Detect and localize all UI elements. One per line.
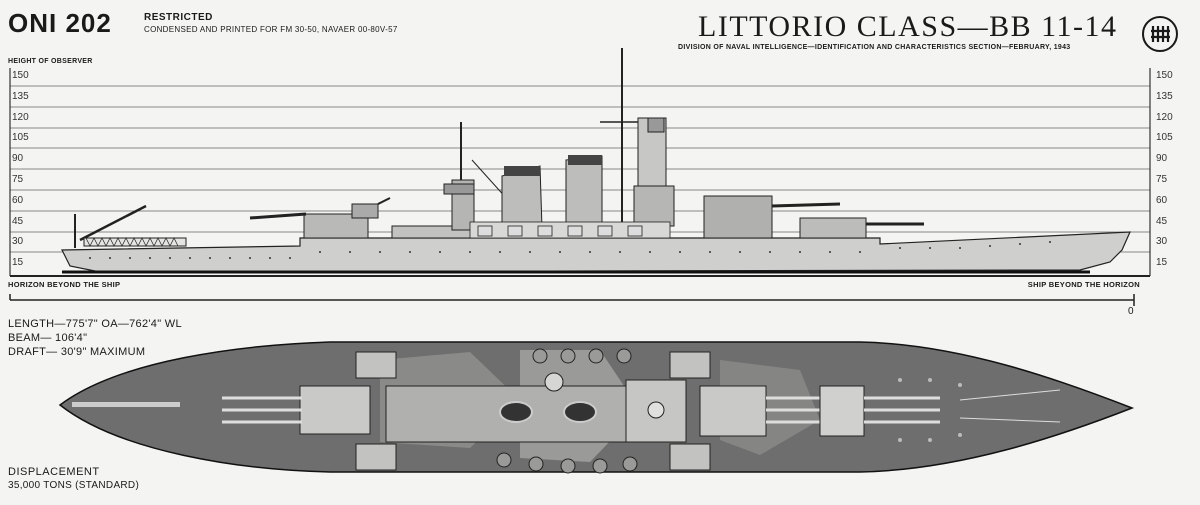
tick-15-left: 15 (12, 257, 24, 268)
draft-spec: DRAFT— 30'9" MAXIMUM (8, 346, 146, 358)
tick-120-right: 120 (1156, 112, 1173, 123)
tick-90-right: 90 (1156, 153, 1168, 164)
tick-90-left: 90 (12, 153, 24, 164)
tick-75-right: 75 (1156, 174, 1168, 185)
tick-75-left: 75 (12, 174, 24, 185)
horizon-zero-label: 0 (1128, 306, 1134, 317)
document-code: ONI 202 (8, 8, 112, 38)
tick-30-right: 30 (1156, 236, 1168, 247)
tick-120-left: 120 (12, 112, 29, 123)
tick-45-right: 45 (1156, 216, 1168, 227)
length-spec: LENGTH—775'7" OA—762'4" WL (8, 318, 182, 330)
horizon-beyond-ship-label: HORIZON BEYOND THE SHIP (8, 280, 121, 289)
ship-beyond-horizon-label: SHIP BEYOND THE HORIZON (1027, 280, 1140, 289)
tick-150-left: 150 (12, 70, 29, 81)
tick-105-left: 105 (12, 132, 29, 143)
division-line: DIVISION OF NAVAL INTELLIGENCE—IDENTIFIC… (678, 44, 1071, 51)
ship-class-title: LITTORIO CLASS—BB 11-14 (698, 10, 1118, 43)
tick-45-left: 45 (12, 216, 24, 227)
tick-60-left: 60 (12, 195, 24, 206)
beam-spec: BEAM— 106'4" (8, 332, 88, 344)
displacement-value: 35,000 TONS (STANDARD) (8, 480, 140, 491)
displacement-label: DISPLACEMENT (8, 466, 100, 478)
tick-135-left: 135 (12, 91, 29, 102)
tick-135-right: 135 (1156, 91, 1173, 102)
restricted-label: RESTRICTED (144, 12, 213, 23)
tick-150-right: 150 (1156, 70, 1173, 81)
tick-30-left: 30 (12, 236, 24, 247)
printing-note: CONDENSED AND PRINTED FOR FM 30-50, NAVA… (144, 25, 398, 34)
height-of-observer-label: HEIGHT OF OBSERVER (8, 58, 93, 65)
tick-15-right: 15 (1156, 257, 1168, 268)
tick-60-right: 60 (1156, 195, 1168, 206)
tick-105-right: 105 (1156, 132, 1173, 143)
oni-emblem-icon (1142, 16, 1178, 52)
